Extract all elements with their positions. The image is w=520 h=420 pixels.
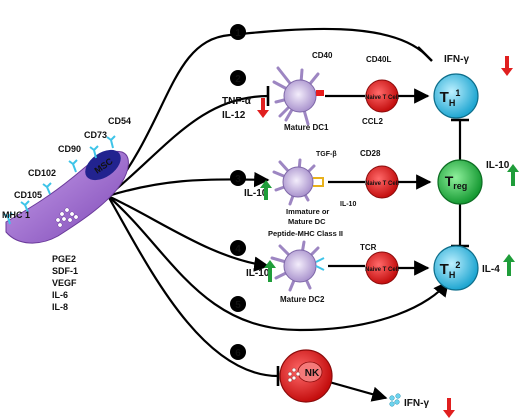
msc-nucleus (85, 149, 121, 181)
cytokine-il10-treg: IL-10 (486, 160, 510, 171)
cd40-receptor-icon (316, 90, 324, 96)
label-dc-immature-1: Immature or (286, 207, 329, 216)
dendritic-cell-2 (272, 158, 324, 206)
nk-cell: NK (279, 349, 333, 403)
secreted-factors: PGE2 SDF-1 VEGF IL-6 IL-8 (52, 254, 78, 312)
cytokine-il10-step4: IL-10 (246, 268, 270, 279)
down-arrow-icon (443, 398, 455, 418)
label-cd40: CD40 (312, 51, 333, 60)
label-tgfb: TGF-β (316, 151, 337, 158)
factor-vegf: VEGF (52, 278, 77, 288)
marker-cd90: CD90 (58, 144, 81, 154)
svg-text:TH2: TH2 (440, 260, 461, 280)
path-step-4 (107, 195, 270, 272)
marker-cd54: CD54 (108, 116, 131, 126)
up-arrow-icon (264, 260, 276, 282)
label-cd40l: CD40L (366, 55, 391, 64)
svg-text:Naive T Cell: Naive T Cell (365, 267, 399, 273)
path-step-6 (107, 195, 279, 378)
mhc-receptor-icon (315, 257, 325, 271)
label-dc-immature-2: Mature DC (288, 217, 326, 226)
up-arrow-icon (503, 254, 515, 276)
nk-to-ifng-arrow (321, 378, 388, 402)
naive-t-cell-2: Naive T Cell (365, 165, 399, 199)
label-tcr: TCR (360, 243, 377, 252)
label-cd28: CD28 (360, 149, 381, 158)
up-arrow-icon (260, 180, 272, 200)
svg-text:Naive T Cell: Naive T Cell (365, 181, 399, 187)
path-step-5 (107, 195, 449, 332)
treg-cell: Treg (437, 159, 483, 205)
factor-pge2: PGE2 (52, 254, 76, 264)
step-4-number: 4 (235, 244, 241, 255)
label-peptide-mhc: Peptide-MHC Class II (268, 229, 343, 238)
down-arrow-icon (501, 56, 513, 76)
step-5-number: 5 (235, 300, 241, 311)
svg-text:Treg: Treg (445, 173, 468, 191)
connection-lines (107, 27, 469, 402)
naive-t-cell-3: Naive T Cell (365, 251, 399, 285)
label-ccl2: CCL2 (362, 117, 383, 126)
msc-cell: MSC (3, 135, 129, 244)
inhibit-bar-step-1 (417, 46, 433, 62)
nk-label: NK (305, 368, 320, 379)
path-step-2 (107, 94, 269, 197)
factor-il6: IL-6 (52, 290, 68, 300)
down-arrow-icon (257, 98, 269, 118)
label-mature-dc1: Mature DC1 (284, 123, 329, 132)
cytokine-tnfa: TNF-α (222, 96, 252, 107)
naive-t-cell-1: Naive T Cell (365, 79, 399, 113)
ifng-molecules-icon (389, 393, 401, 407)
step-6-number: 6 (235, 348, 241, 359)
path-step-1 (107, 27, 427, 197)
cytokine-il4: IL-4 (482, 264, 500, 275)
svg-text:Naive T Cell: Naive T Cell (365, 95, 399, 101)
th2-cell: TH2 (433, 245, 479, 291)
up-arrow-icon (507, 164, 519, 186)
step-2-number: 2 (235, 74, 241, 85)
svg-text:TH1: TH1 (440, 88, 461, 108)
dendritic-cell-1 (272, 66, 324, 126)
th1-cell: TH1 (433, 73, 479, 119)
step-1-number: 1 (235, 28, 241, 39)
marker-mhc1: MHC 1 (2, 210, 30, 220)
msc-vesicles (55, 207, 79, 228)
factor-sdf1: SDF-1 (52, 266, 78, 276)
dendritic-cell-3 (270, 240, 325, 292)
cd28-ligand-icon (313, 177, 324, 187)
cytokine-ifng-th1: IFN-γ (444, 54, 469, 65)
cytokine-il12: IL-12 (222, 110, 246, 121)
msc-receptors (3, 135, 116, 225)
cytokine-il10-step3: IL-10 (244, 188, 268, 199)
cytokine-ifng-nk: IFN-γ (404, 398, 429, 409)
marker-cd102: CD102 (28, 168, 56, 178)
factor-il8: IL-8 (52, 302, 68, 312)
step-badges: 1 2 3 4 5 6 (230, 24, 246, 360)
marker-cd105: CD105 (14, 190, 42, 200)
step-3-number: 3 (235, 174, 241, 185)
label-mature-dc2: Mature DC2 (280, 295, 325, 304)
marker-cd73: CD73 (84, 130, 107, 140)
label-il10-small: IL-10 (340, 201, 356, 208)
